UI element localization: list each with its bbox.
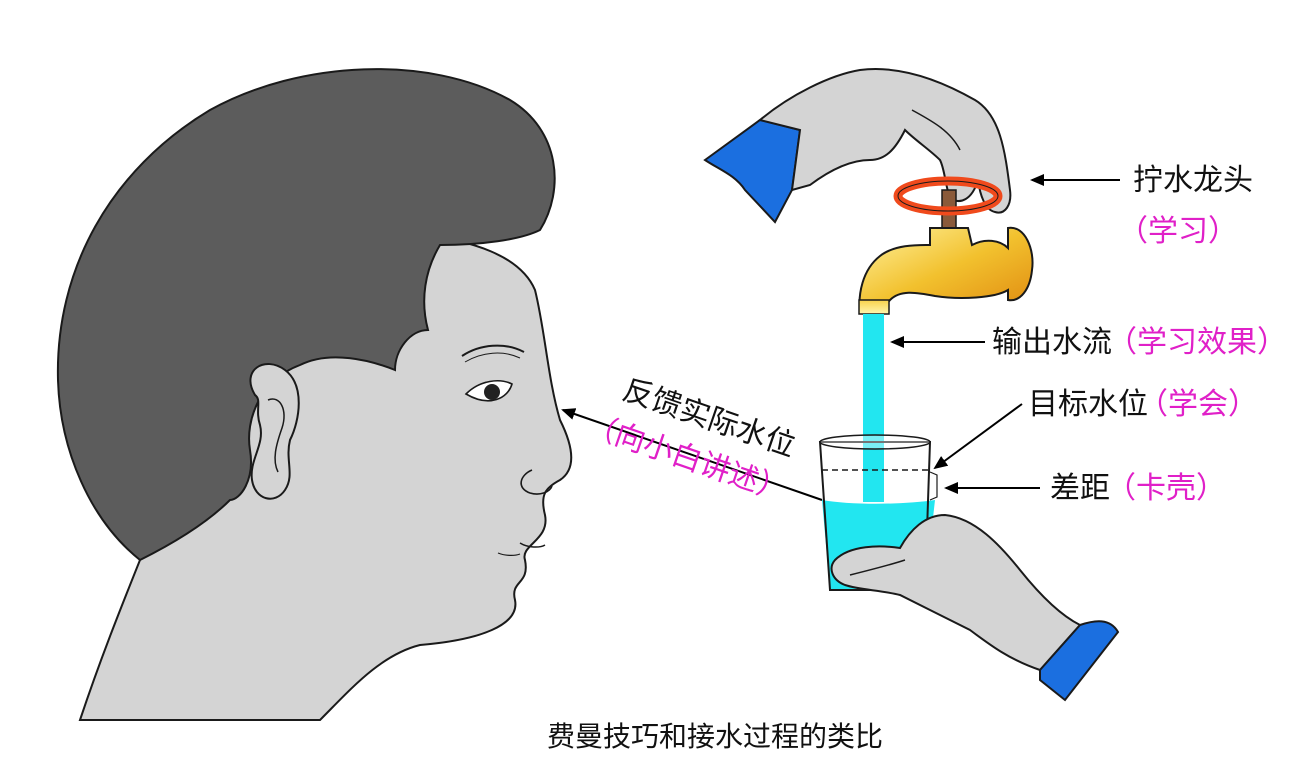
stream-sublabel: （学习效果） [1107, 325, 1287, 360]
top-sleeve-cuff [703, 118, 802, 224]
target-label: 目标水位 [1028, 387, 1148, 422]
faucet-spout [858, 299, 890, 315]
faucet-sublabel: （学习） [1118, 214, 1238, 249]
water-stream [863, 314, 884, 502]
eyebrow-shape [461, 344, 525, 357]
stream-label: 输出水流 [992, 325, 1112, 360]
target-sublabel: （学会） [1138, 387, 1258, 422]
bottom-hand [830, 513, 1120, 702]
faucet-icon [858, 176, 1034, 315]
bottom-sleeve-cuff [1039, 620, 1120, 702]
arrows [561, 174, 1120, 501]
ear-shape [249, 363, 300, 500]
person-profile-icon [56, 68, 573, 721]
gap-sublabel: （卡壳） [1106, 471, 1226, 506]
diagram-caption: 费曼技巧和接水过程的类比 [547, 720, 883, 753]
faucet-label: 拧水龙头 [1133, 163, 1253, 198]
hand-icon [703, 68, 1012, 224]
faucet-body [858, 226, 1034, 313]
gap-label: 差距 [1050, 471, 1110, 506]
feedback-arrow [561, 408, 823, 501]
target-arrow [933, 403, 1023, 470]
hair-shape [56, 68, 556, 562]
